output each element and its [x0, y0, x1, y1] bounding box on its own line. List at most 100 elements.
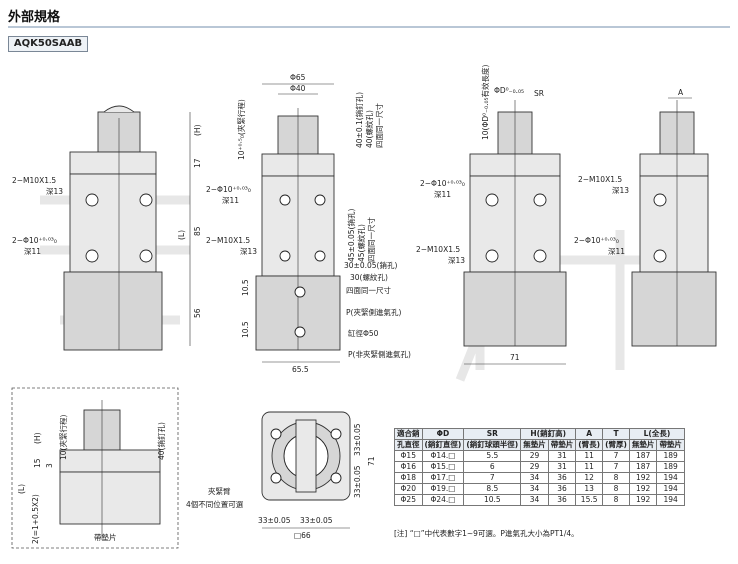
table-cell: Φ15: [394, 450, 423, 462]
table-cell: Φ25: [394, 494, 423, 506]
phi10-left-label: 2−Φ10⁺⁰·⁰³₀: [12, 236, 57, 245]
table-header: H(銷釘高): [520, 428, 577, 440]
detail-view: [11, 387, 179, 549]
table-cell: 8: [602, 483, 630, 495]
dim-17-label: 17: [193, 158, 202, 168]
dim-h-label: (H): [193, 124, 202, 136]
m10-rr-label: 2−M10X1.5: [578, 175, 622, 184]
table-cell: Φ24.□: [421, 494, 465, 506]
phi65-label: Φ65: [290, 73, 306, 82]
table-cell: Φ14.□: [421, 450, 465, 462]
p-unclamp-label: P(非夾緊側進氣孔): [348, 349, 411, 359]
dim-10-5-b-label: 10.5: [241, 321, 250, 338]
bottom-71: 71: [367, 456, 376, 466]
table-cell: 187: [628, 461, 658, 473]
same-four-label: 四面同一尺寸: [374, 103, 384, 148]
table-cell: 11: [575, 450, 604, 462]
table-cell: 34: [520, 483, 549, 495]
table-cell: 5.5: [463, 450, 522, 462]
table-cell: 189: [656, 450, 685, 462]
table-cell: 187: [628, 450, 658, 462]
table-cell: 31: [547, 461, 577, 473]
table-header: L(全長): [628, 428, 685, 440]
phi10-mid-depth: 深11: [222, 196, 239, 205]
table-cell: 34: [520, 472, 549, 484]
side-view-right: [631, 97, 717, 347]
dim-10-5-a-label: 10.5: [241, 279, 250, 296]
table-header-row: 孔直徑 (銷釘直徑) (銷釘球頭半徑) 無墊片 帶墊片 (臂長) (臂厚) 無墊…: [394, 439, 685, 451]
table-header: 帶墊片: [656, 439, 685, 451]
detail-pin-label: 40(銷釘孔): [156, 422, 166, 460]
phi-d-label: ΦD⁰₋₀.₀₅: [494, 86, 524, 95]
bottom-66: □66: [294, 531, 311, 540]
table-cell: 31: [547, 450, 577, 462]
front-view-right: [463, 100, 567, 365]
table-header: (臂長): [575, 439, 604, 451]
table-cell: 36: [547, 472, 577, 484]
table-cell: 7: [602, 461, 630, 473]
table-cell: 7: [602, 450, 630, 462]
p-clamp-label: P(夾緊側進氣孔): [346, 307, 401, 317]
table-cell: 194: [656, 483, 685, 495]
front-view-left: [63, 105, 163, 351]
table-cell: Φ20: [394, 483, 423, 495]
detail-l-label: (L): [17, 484, 26, 494]
dim-56-label: 56: [193, 308, 202, 318]
table-cell: 194: [656, 494, 685, 506]
table-cell: Φ15.□: [421, 461, 465, 473]
four-positions-label: 4個不同位置可選: [186, 499, 244, 509]
detail-h-label: (H): [33, 432, 42, 444]
table-header: (銷釘直徑): [421, 439, 465, 451]
pin-30-label: 30±0.05(銷孔): [344, 260, 397, 270]
bore-label: 缸徑Φ50: [348, 328, 379, 338]
clamp-travel-label: 10⁺⁰·⁵₀(夾緊行程): [236, 99, 246, 160]
dim-65-5-label: 65.5: [292, 365, 309, 374]
table-cell: 29: [520, 450, 549, 462]
same-four-b-label: 四面同一尺寸: [366, 217, 376, 262]
table-cell: 6: [463, 461, 522, 473]
table-cell: 36: [547, 483, 577, 495]
m10-right-label: 2−M10X1.5: [416, 245, 460, 254]
pin-hole-40-label: 40±0.1(銷釘孔): [354, 92, 364, 148]
table-header: 適合銷: [394, 428, 423, 440]
model-label: AQK50SAAB: [8, 36, 88, 52]
table-header: A: [575, 428, 604, 440]
table-header: 孔直徑: [394, 439, 423, 451]
bottom-33-c: 33±0.05: [353, 465, 362, 498]
section-view-middle: [189, 83, 341, 363]
detail-pad-label: 帶墊片: [94, 532, 117, 542]
table-cell: Φ17.□: [421, 472, 465, 484]
table-cell: 8.5: [463, 483, 522, 495]
table-cell: 192: [628, 494, 658, 506]
table-cell: 8: [602, 472, 630, 484]
m10-left-depth: 深13: [46, 187, 63, 196]
table-header: T: [602, 428, 630, 440]
table-cell: 192: [628, 472, 658, 484]
bottom-33-b: 33±0.05: [300, 516, 333, 525]
table-cell: 11: [575, 461, 604, 473]
pin-45-label: 45±0.05(銷孔): [346, 209, 356, 262]
detail-3-label: 3: [45, 463, 54, 468]
table-cell: 36: [547, 494, 577, 506]
phi40-label: Φ40: [290, 84, 306, 93]
m10-mid-depth: 深13: [240, 247, 257, 256]
table-header: (臂厚): [602, 439, 630, 451]
table-cell: 29: [520, 461, 549, 473]
table-cell: 13: [575, 483, 604, 495]
table-cell: 8: [602, 494, 630, 506]
clamp-arm-label: 夾緊臂: [208, 486, 231, 496]
phi10-mid-label: 2−Φ10⁺⁰·⁰³₀: [206, 185, 251, 194]
spec-table: 適合銷 ΦD SR H(銷釘高) A T L(全長) 孔直徑 (銷釘直徑) (銷…: [394, 428, 685, 506]
footnote: [注] “□”中代表數字1~9可選。P進氣孔大小為PT1/4。: [394, 529, 579, 538]
m10-left-label: 2−M10X1.5: [12, 176, 56, 185]
table-header: 帶墊片: [547, 439, 577, 451]
table-header: (銷釘球頭半徑): [463, 439, 522, 451]
table-header: 無墊片: [520, 439, 549, 451]
table-cell: 7: [463, 472, 522, 484]
